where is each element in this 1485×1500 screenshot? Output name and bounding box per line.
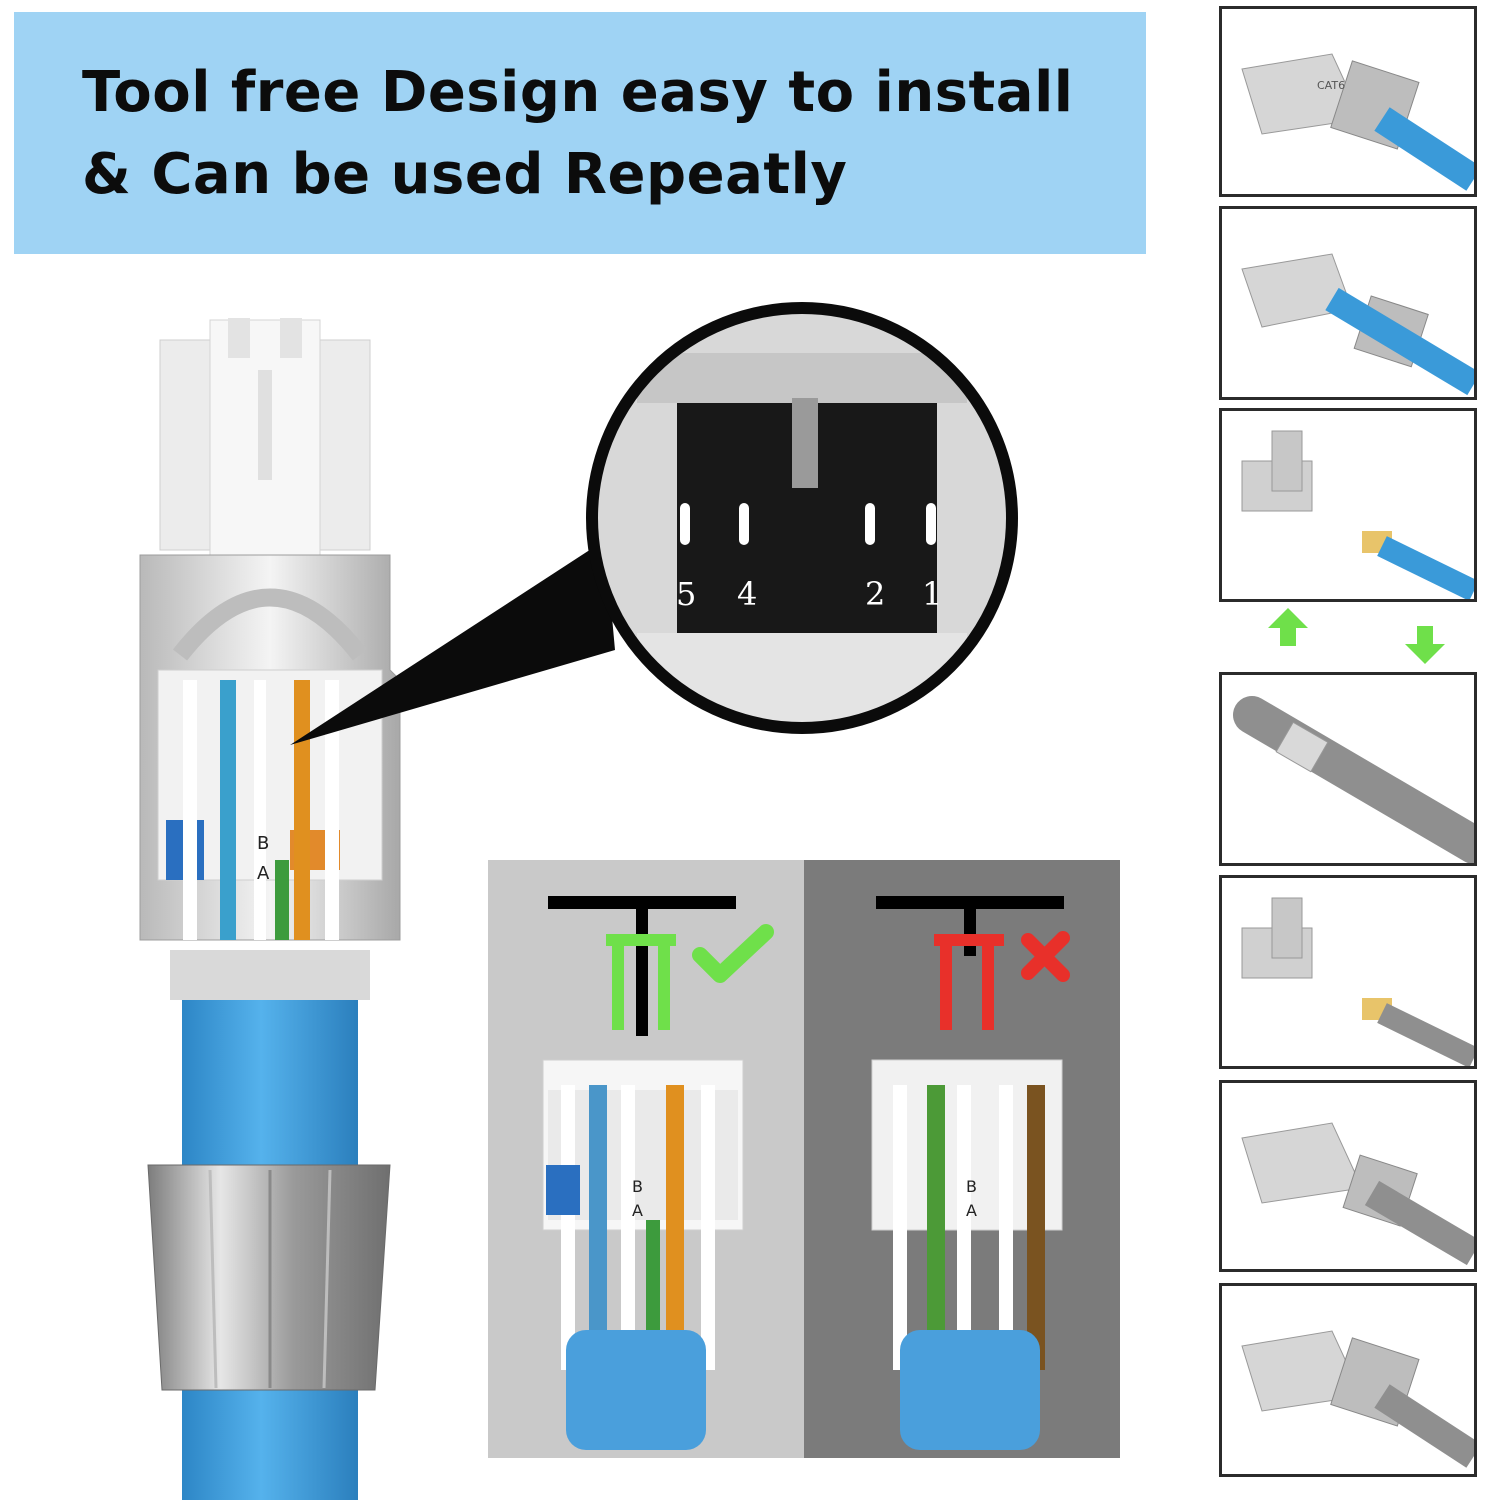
- step-thumb-4: [1219, 672, 1477, 866]
- pin-label-5: 5: [676, 575, 696, 613]
- wrong-label-a: A: [966, 1201, 977, 1220]
- headline-line-1: Tool free Design easy to install: [82, 60, 1074, 125]
- headline: Tool free Design easy to install & Can b…: [82, 52, 1073, 216]
- zoom-callout: 5 4 2 1: [586, 302, 1018, 734]
- cat6-marker: CAT6: [1317, 79, 1345, 92]
- pin-label-1: 1: [922, 575, 942, 613]
- step-thumb-2: [1219, 206, 1477, 400]
- zoom-pointer: [290, 540, 615, 745]
- step-thumb-3: [1219, 408, 1477, 602]
- wrong-label-b: B: [966, 1177, 977, 1196]
- cross-icon: [1021, 931, 1070, 982]
- pin-label-2: 2: [865, 575, 885, 613]
- header-banner: [14, 12, 1146, 254]
- step-thumb-6: [1219, 1080, 1477, 1272]
- comparison-panels: B A B A: [488, 860, 1120, 1458]
- correct-cable-sleeve: [566, 1330, 706, 1450]
- step-thumb-5: [1219, 875, 1477, 1069]
- step-thumb-7: [1219, 1283, 1477, 1477]
- check-icon: [692, 924, 774, 983]
- correct-label-b: B: [632, 1177, 643, 1196]
- wrong-cable-sleeve: [900, 1330, 1040, 1450]
- headline-line-2: & Can be used Repeatly: [82, 142, 848, 207]
- main-label-b: B: [257, 833, 269, 854]
- down-arrow-icon: [1405, 626, 1445, 664]
- main-label-a: A: [257, 863, 270, 884]
- main-connector-illustration: B A: [139, 318, 401, 1500]
- step-thumb-1: CAT6: [1219, 6, 1477, 197]
- correct-label-a: A: [632, 1201, 643, 1220]
- up-arrow-icon: [1268, 608, 1308, 646]
- pin-label-4: 4: [737, 575, 757, 613]
